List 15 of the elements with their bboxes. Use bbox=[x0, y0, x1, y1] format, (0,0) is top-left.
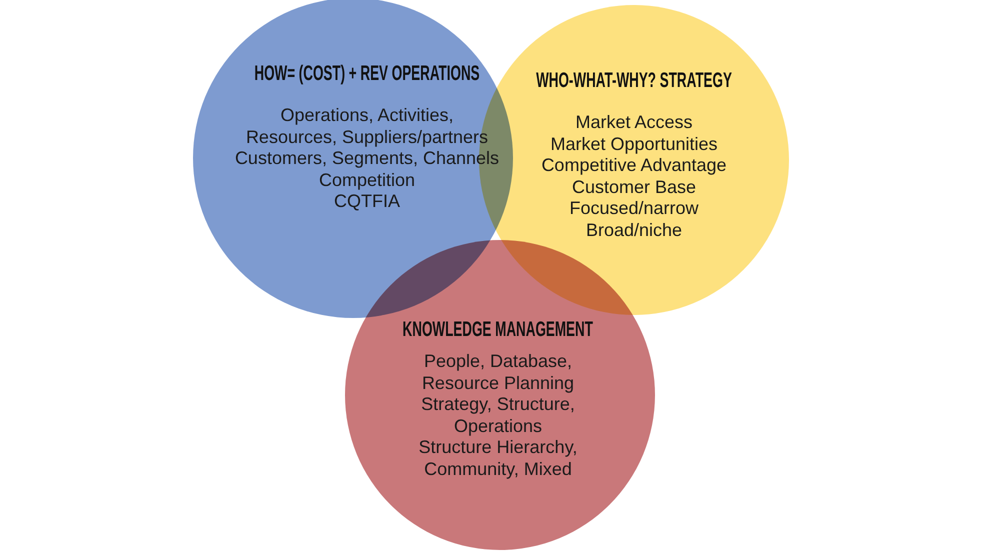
list-text: CQTFIA bbox=[334, 191, 400, 213]
list-text: People, Database, Resource Planning bbox=[420, 351, 576, 394]
list-text: Structure Hierarchy, Community, Mixed bbox=[418, 437, 578, 481]
circle-heading: KNOWLEDGE MANAGEMENT bbox=[402, 318, 594, 342]
list-text: Competitive Advantage bbox=[541, 155, 727, 177]
circle-heading: HOW= (COST) + REV OPERATIONS bbox=[254, 62, 480, 86]
list-text: Customer Base bbox=[572, 176, 696, 198]
list-text: Focused/narrow bbox=[569, 198, 699, 220]
venn-circle bbox=[345, 240, 655, 550]
list-text: Market Opportunities bbox=[550, 134, 718, 156]
list-text: Broad/niche bbox=[586, 220, 682, 242]
list-text: Strategy, Structure, Operations bbox=[420, 394, 576, 438]
circle-heading: WHO-WHAT-WHY? STRATEGY bbox=[536, 69, 732, 93]
list-text: Competition bbox=[318, 170, 416, 192]
list-text: Market Access bbox=[575, 112, 693, 134]
